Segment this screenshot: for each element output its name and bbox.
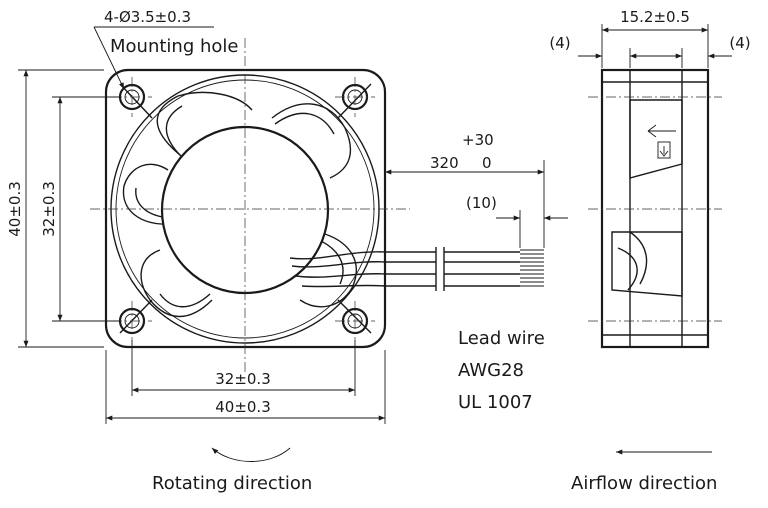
lead-wire-standard: UL 1007 [458,392,533,413]
front-view: 4-Ø3.5±0.3 Mounting hole 32±0.3 40±0.3 4… [6,8,568,494]
rotating-direction-text: Rotating direction [152,473,312,494]
side-arrow-icons [647,124,676,159]
dim-40-vertical: 40±0.3 [6,181,24,237]
hole-spec-text: 4-Ø3.5±0.3 [104,8,191,26]
depth-text: 15.2±0.5 [620,8,690,26]
wire-dimensions [385,160,568,248]
dim-32-horizontal: 32±0.3 [215,370,271,388]
dim-40-horizontal: 40±0.3 [215,398,271,416]
tolerance-plus: +30 [462,131,494,149]
bottom-dimensions [105,340,386,424]
fan-blades [122,91,357,318]
wire-length-value: 320 [430,154,459,172]
depth-dimensions [578,24,732,68]
side-view: 15.2±0.5 (4) (4) Airflow direction [549,8,750,494]
strip-length: (10) [466,194,497,212]
lead-wire-label: Lead wire [458,328,545,349]
mounting-hole-text: Mounting hole [110,36,238,57]
left-dimensions [18,69,120,348]
hole-spec-leader [93,26,214,90]
side-left-offset: (4) [549,34,570,52]
wire-strands [520,249,544,287]
lead-wires [289,247,520,291]
tolerance-minus: 0 [482,154,492,172]
fan-frame [104,68,387,349]
dim-32-vertical: 32±0.3 [40,181,58,237]
centerlines [90,38,410,372]
airflow-direction-text: Airflow direction [571,473,717,494]
side-frame [600,68,710,349]
lead-wire-gauge: AWG28 [458,360,524,381]
rotation-arrow-icon [211,447,291,462]
side-right-offset: (4) [729,34,750,52]
